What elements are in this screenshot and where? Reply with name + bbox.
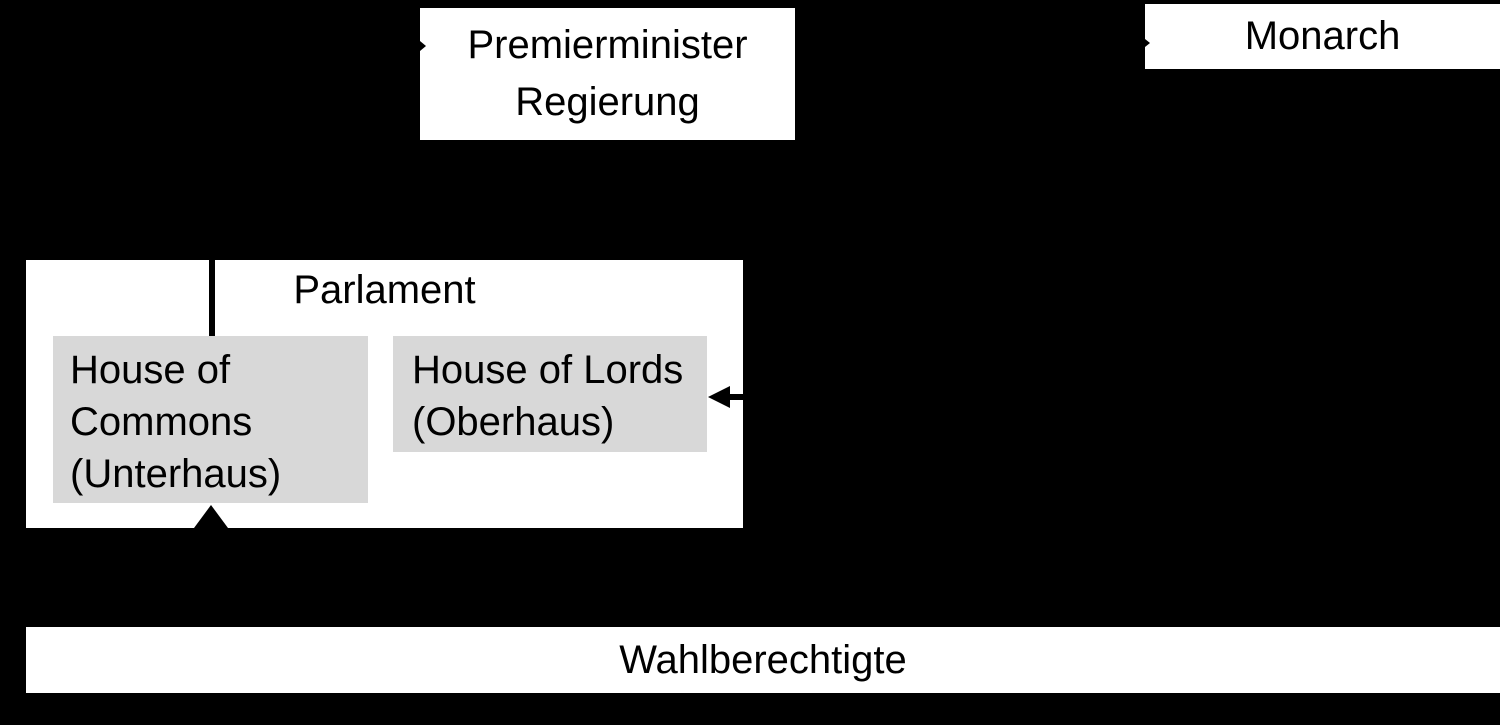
parlament-connector-line — [209, 260, 215, 336]
arrow-tip-into-monarch-icon — [1145, 39, 1150, 47]
arrow-left-into-house-of-lords-shaft — [728, 394, 743, 400]
premierminister-regierung-box: Premierminister Regierung — [420, 8, 795, 140]
house-of-commons-line1: House of — [70, 348, 231, 392]
house-of-lords-line2: (Oberhaus) — [412, 400, 615, 444]
monarch-box: Monarch — [1145, 4, 1500, 69]
arrow-up-voters-to-commons-icon — [194, 505, 228, 528]
house-of-lords-line1: House of Lords — [412, 348, 684, 392]
parlament-title: Parlament — [293, 268, 476, 312]
parlament-box: Parlament House of Commons (Unterhaus) H… — [26, 260, 743, 528]
premierminister-label: Premierminister — [467, 23, 748, 67]
house-of-commons-line3: (Unterhaus) — [70, 452, 282, 496]
house-of-commons-box: House of Commons (Unterhaus) — [53, 336, 368, 503]
monarch-label: Monarch — [1244, 14, 1401, 58]
arrow-tip-into-premierminister-icon — [420, 41, 426, 51]
arrow-left-into-house-of-lords-icon — [708, 386, 730, 408]
house-of-commons-line2: Commons — [70, 400, 253, 444]
regierung-label: Regierung — [515, 80, 700, 124]
house-of-lords-box: House of Lords (Oberhaus) — [393, 336, 707, 452]
wahlberechtigte-bar: Wahlberechtigte — [26, 627, 1500, 693]
wahlberechtigte-label: Wahlberechtigte — [619, 638, 907, 682]
